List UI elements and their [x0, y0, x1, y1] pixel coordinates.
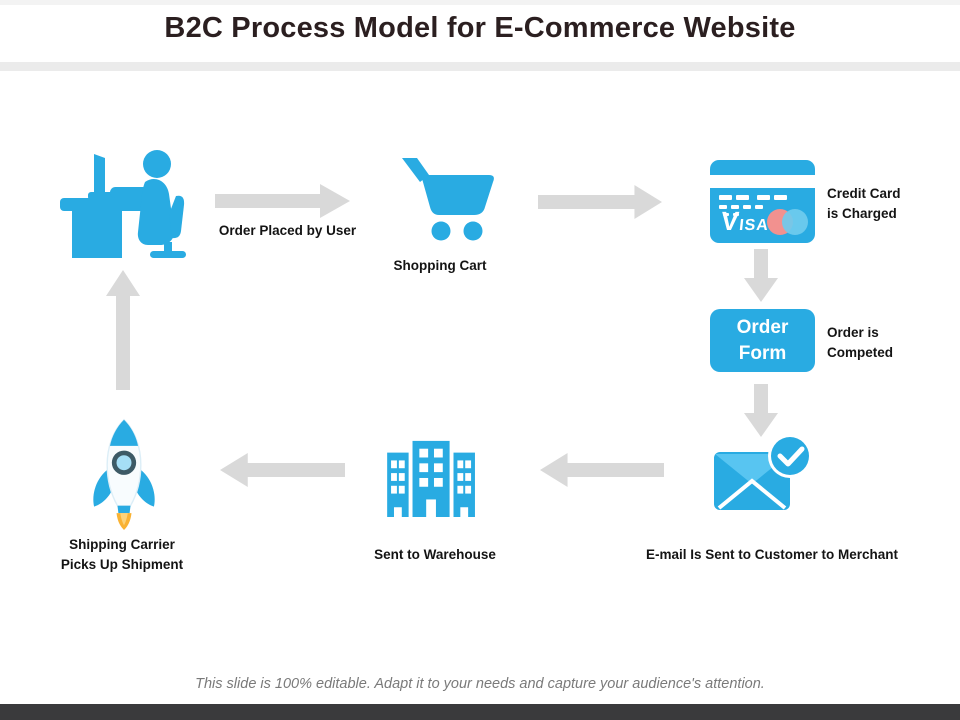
step-label-order-placed: Order Placed by User — [218, 223, 357, 238]
arrow-right-cart-to-card — [538, 185, 662, 219]
shopping-cart-icon — [402, 158, 494, 241]
order-form-box: Order Form — [710, 309, 815, 372]
step-label-order-completed: Order is Competed — [827, 325, 894, 361]
step-label-shopping-cart: Shopping Cart — [393, 258, 487, 273]
arrow-down-orderform-to-email — [744, 384, 778, 437]
arrow-up-shipping-to-user — [106, 270, 140, 390]
credit-card-icon — [710, 160, 815, 243]
visa-brand-text: VISA — [719, 206, 770, 236]
bottom-bar — [0, 704, 960, 720]
slide-title: B2C Process Model for E-Commerce Website — [164, 12, 796, 44]
top-strip — [0, 0, 960, 5]
order-form-box-text: Order Form — [736, 316, 789, 364]
arrow-left-email-to-warehouse — [540, 453, 664, 487]
title-divider-band — [0, 62, 960, 71]
person-at-desk-icon — [60, 150, 186, 258]
step-label-credit-card: Credit Card is Charged — [827, 186, 901, 222]
rocket-icon — [93, 418, 155, 530]
email-check-icon — [714, 434, 812, 510]
arrow-down-card-to-orderform — [744, 249, 778, 302]
footer-note: This slide is 100% editable. Adapt it to… — [195, 676, 765, 692]
step-label-warehouse: Sent to Warehouse — [374, 547, 496, 562]
step-label-email-sent: E-mail Is Sent to Customer to Merchant — [645, 547, 899, 562]
arrow-right-user-to-cart — [215, 184, 350, 218]
arrow-left-warehouse-to-shipping — [220, 453, 345, 487]
step-label-shipping-carrier: Shipping Carrier Picks Up Shipment — [60, 537, 184, 573]
warehouse-icon — [387, 440, 475, 517]
